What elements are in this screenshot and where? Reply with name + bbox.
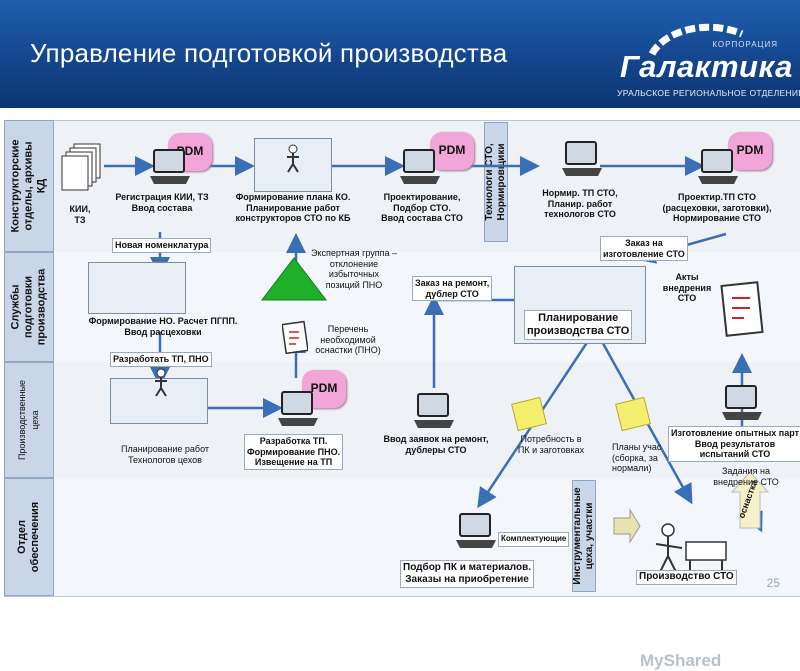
- clipboard-icon: [282, 320, 308, 354]
- laptop-icon: [414, 393, 454, 428]
- node-reg-kii: Регистрация КИИ, ТЗ Ввод состава: [115, 192, 209, 213]
- node-tasks-impl: Задания на внедрение СТО: [713, 466, 779, 487]
- person-icon: [155, 368, 167, 397]
- node-plans-part: Планы учас (сборка, за нормали): [612, 442, 662, 473]
- node-make-prototype: Изготовление опытных парт Ввод результат…: [668, 426, 800, 462]
- laptop-icon: [698, 149, 738, 184]
- lane-label-shops: Производственные цеха: [4, 362, 54, 478]
- logo-name: Галактика: [620, 49, 793, 84]
- lane-label-design: Конструкторские отделы, архивы КД: [4, 120, 54, 252]
- node-complectuyuschie: Комплектующие: [498, 532, 570, 547]
- node-prod-sto: Производство СТО: [636, 570, 737, 585]
- pdm-badge-3-text: PDM: [736, 143, 764, 157]
- company-logo: КОРПОРАЦИЯ Галактика УРАЛЬСКОЕ РЕГИОНАЛЬ…: [612, 20, 800, 98]
- lane-label-supply: Отдел обеспечения: [4, 478, 54, 596]
- vlane-label-technologists: Технологи СТО, Нормировщики: [484, 122, 508, 242]
- laptop-icon: [400, 149, 440, 184]
- node-acts: Акты внедрения СТО: [662, 272, 712, 303]
- node-design-tp-sto: Проектир.ТП СТО (расцеховки, заготовки),…: [662, 192, 772, 223]
- lane-bg-design: [4, 120, 800, 254]
- diagram-canvas: Конструкторские отделы, архивы КД Службы…: [0, 108, 800, 670]
- header-banner: Управление подготовкой производства КОРП…: [0, 0, 800, 108]
- node-new-nomenclature: Новая номенклатура: [112, 238, 212, 253]
- documents-icon: [61, 143, 101, 191]
- pdm-badge-4: PDM: [302, 370, 346, 408]
- node-develop-tp: Разработка ТП. Формирование ПНО. Извещен…: [244, 434, 344, 470]
- laptop-icon: [278, 391, 318, 426]
- watermark: MyShared: [640, 651, 722, 670]
- logo-subtitle: УРАЛЬСКОЕ РЕГИОНАЛЬНОЕ ОТДЕЛЕНИЕ: [617, 88, 800, 98]
- clipboard-icon: [720, 281, 764, 337]
- expert-triangle: [260, 257, 328, 301]
- pdm-badge-2-text: PDM: [438, 143, 466, 157]
- node-order-manuf: Заказ на изготовление СТО: [600, 236, 688, 261]
- node-input-repair: Ввод заявок на ремонт, дублеры СТО: [383, 434, 489, 455]
- osnastka-arrow-icon: [730, 471, 770, 529]
- kii-label: КИИ, ТЗ: [69, 204, 91, 225]
- laptop-icon: [722, 385, 762, 420]
- screenshot-form-no: [88, 262, 186, 314]
- page-number: 25: [766, 576, 780, 590]
- gear-arrow-icon: [613, 508, 641, 544]
- node-list-pno: Перечень необходимой оснастки (ПНО): [315, 324, 381, 355]
- vlane-label-tool-shops: Инструментальные цеха, участки: [572, 480, 596, 592]
- node-plan-sto: Планирование производства СТО: [524, 310, 633, 340]
- lane-label-prep: Службы подготовки производства: [4, 252, 54, 362]
- node-repair-order: Заказ на ремонт, дублер СТО: [412, 276, 493, 301]
- laptop-icon: [456, 513, 496, 548]
- node-form-plan-ko: Формирование плана КО. Планирование рабо…: [235, 192, 351, 223]
- node-plan-shops: Планирование работ Технологов цехов: [120, 444, 210, 465]
- node-develop-tp-pno: Разработать ТП, ПНО: [110, 352, 212, 367]
- laptop-icon: [150, 149, 190, 184]
- node-select-pk: Подбор ПК и материалов. Заказы на приобр…: [400, 560, 535, 588]
- logo-arc-icon: [648, 23, 744, 56]
- pdm-badge-2: PDM: [430, 132, 474, 170]
- person-icon: [287, 144, 299, 173]
- node-norm-tp-sto: Нормир. ТП СТО, Планир. работ технологов…: [542, 188, 618, 219]
- logo-corp: КОРПОРАЦИЯ: [712, 40, 778, 49]
- page-title: Управление подготовкой производства: [30, 38, 508, 68]
- node-form-no: Формирование НО. Расчет ПГПП. Ввод расце…: [88, 316, 238, 337]
- node-need-pk: Потребность в ПК и заготовках: [517, 434, 585, 455]
- pdm-badge-4-text: PDM: [310, 381, 338, 395]
- node-expert-group: Экспертная группа – отклонение избыточны…: [310, 248, 398, 290]
- node-design-sto: Проектирование, Подбор СТО. Ввод состава…: [381, 192, 463, 223]
- pdm-badge-3: PDM: [728, 132, 772, 170]
- production-icon: [655, 523, 727, 576]
- laptop-icon: [562, 141, 602, 176]
- screenshot-plan-shops: [110, 378, 208, 424]
